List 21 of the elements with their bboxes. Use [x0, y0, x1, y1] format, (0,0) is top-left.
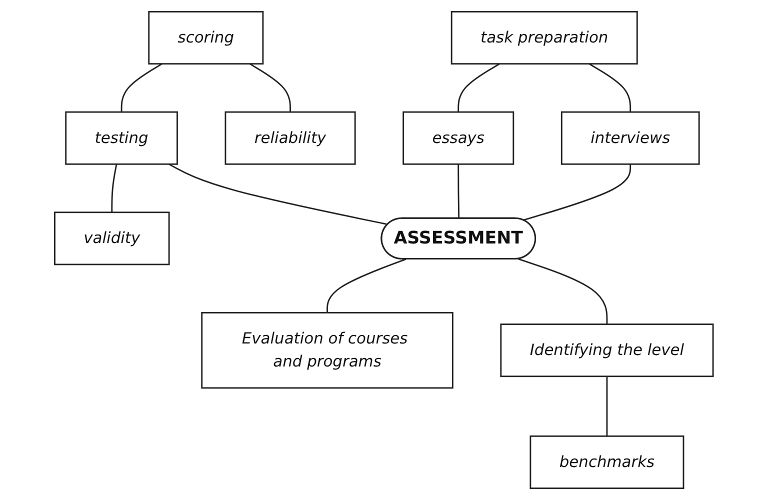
connector [249, 63, 292, 112]
connector [111, 164, 118, 212]
connector [458, 164, 460, 219]
node-box: Identifying the level [500, 324, 714, 378]
node-box: essays [402, 111, 514, 165]
connector [326, 258, 406, 313]
connector [606, 376, 608, 436]
connector [588, 63, 632, 112]
node-box: reliability [224, 111, 356, 165]
node-box: validity [54, 212, 170, 266]
node-box: Evaluation of courses and programs [201, 312, 454, 389]
node-box: task preparation [450, 11, 638, 65]
node-box: scoring [148, 11, 264, 65]
connector [458, 63, 500, 112]
connector [518, 258, 608, 324]
connector [523, 164, 632, 221]
connector [120, 63, 163, 112]
connector [168, 164, 388, 226]
node-box: testing [65, 111, 178, 165]
node-box: benchmarks [530, 435, 684, 489]
node-box: interviews [561, 111, 700, 165]
